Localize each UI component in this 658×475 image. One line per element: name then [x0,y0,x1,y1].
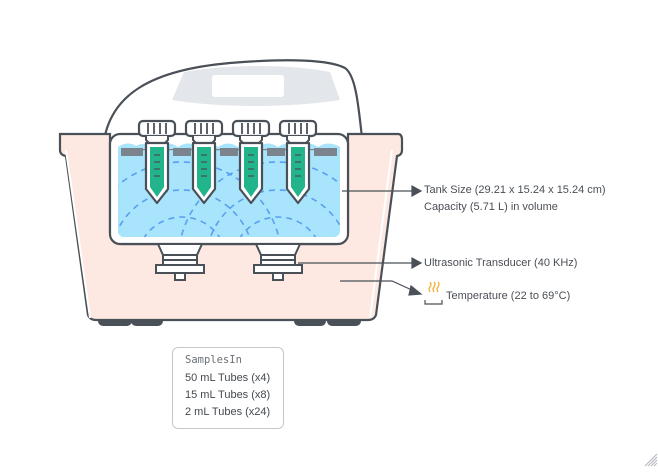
tubes [137,119,318,205]
samples-item: 50 mL Tubes (x4) [185,372,271,384]
samples-legend: SamplesIn 50 mL Tubes (x4) 15 mL Tubes (… [172,347,284,429]
housing-highlight-left [65,149,91,319]
tube-1 [137,119,177,205]
tube-2 [184,119,224,205]
lid-display [212,75,284,97]
capacity-label: Capacity (5.71 L) in volume [424,201,558,213]
transducer-2 [253,243,303,281]
temperature-leader-line [340,280,415,292]
tube-cap [231,119,271,138]
transducer-label: Ultrasonic Transducer (40 KHz) [424,257,578,269]
samples-item: 15 mL Tubes (x8) [185,389,271,401]
heat-icon [424,281,443,305]
transducer-1 [155,243,205,281]
ultrasonic-waves [118,161,340,237]
temperature-arrowhead [408,284,423,296]
tube-liquid [291,147,305,197]
tank-arrowhead [411,184,423,198]
tube-rack [121,148,337,156]
tube-cap [137,119,177,138]
resize-grip[interactable] [644,453,658,467]
tube-liquid [244,147,258,197]
tube-4 [278,119,318,205]
tank-size-label: Tank Size (29.21 x 15.24 x 15.24 cm) [424,184,606,196]
temperature-label: Temperature (22 to 69°C) [446,290,571,302]
housing-highlight-right [369,149,393,319]
tube-3 [231,119,271,205]
samples-item: 2 mL Tubes (x24) [185,406,271,418]
tube-liquid [150,147,164,197]
samples-title: SamplesIn [185,354,242,366]
tube-cap [184,119,224,138]
transducer-arrowhead [411,256,423,270]
leader-lines [298,184,423,296]
tube-liquid [197,147,211,197]
tube-cap [278,119,318,138]
transducers [155,243,303,281]
